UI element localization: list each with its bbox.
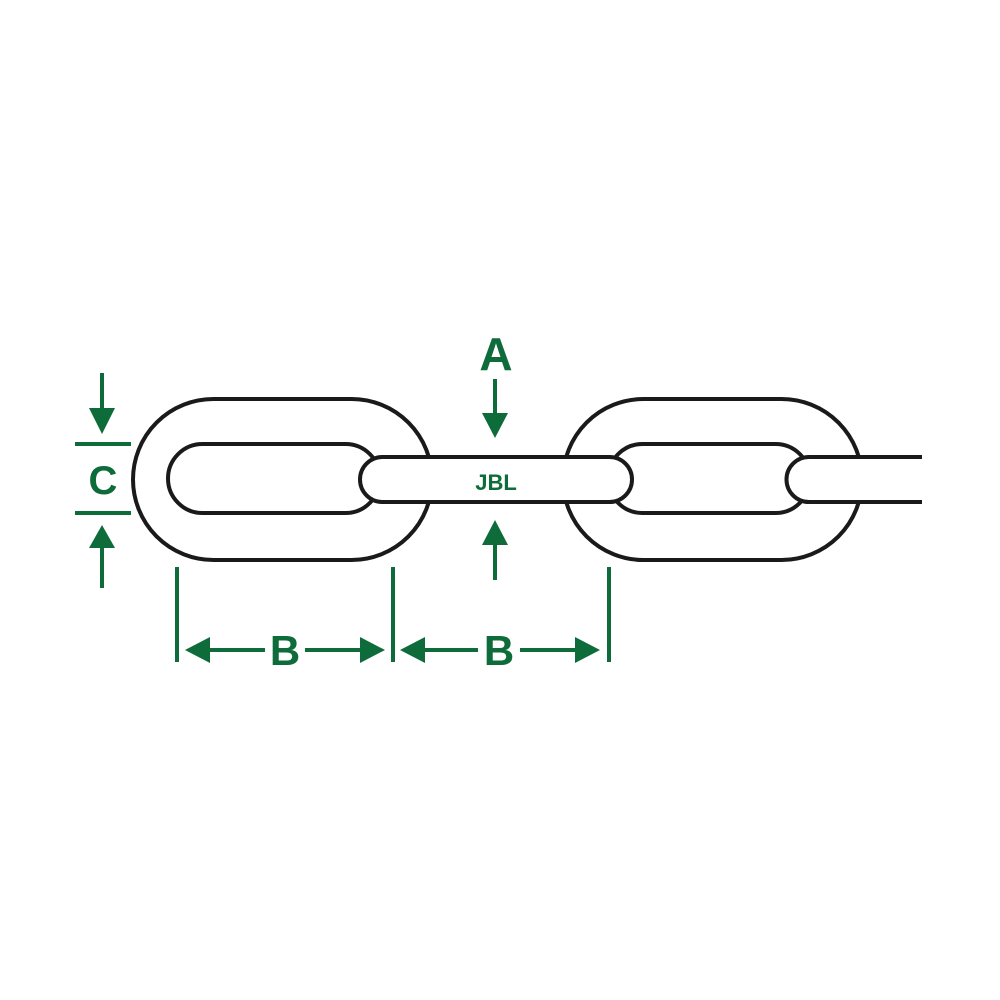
stamp-label: JBL [475,470,517,495]
arrow-down-icon [482,413,508,438]
partial-link [784,455,922,504]
arrow-right-icon [575,637,600,663]
arrow-up-icon [482,520,508,545]
label-a: A [479,328,512,380]
arrow-up-icon [89,525,115,548]
arrow-right-icon [360,637,385,663]
label-c: C [89,459,118,503]
middle-link: JBL [358,455,634,504]
arrow-left-icon [185,637,210,663]
arrow-down-icon [89,408,115,434]
label-b-left: B [270,627,300,674]
label-b-right: B [484,627,514,674]
arrow-left-icon [400,637,425,663]
dimension-c: C [75,373,131,588]
dimension-a: A [479,328,513,580]
dimension-b: B B [175,567,611,674]
